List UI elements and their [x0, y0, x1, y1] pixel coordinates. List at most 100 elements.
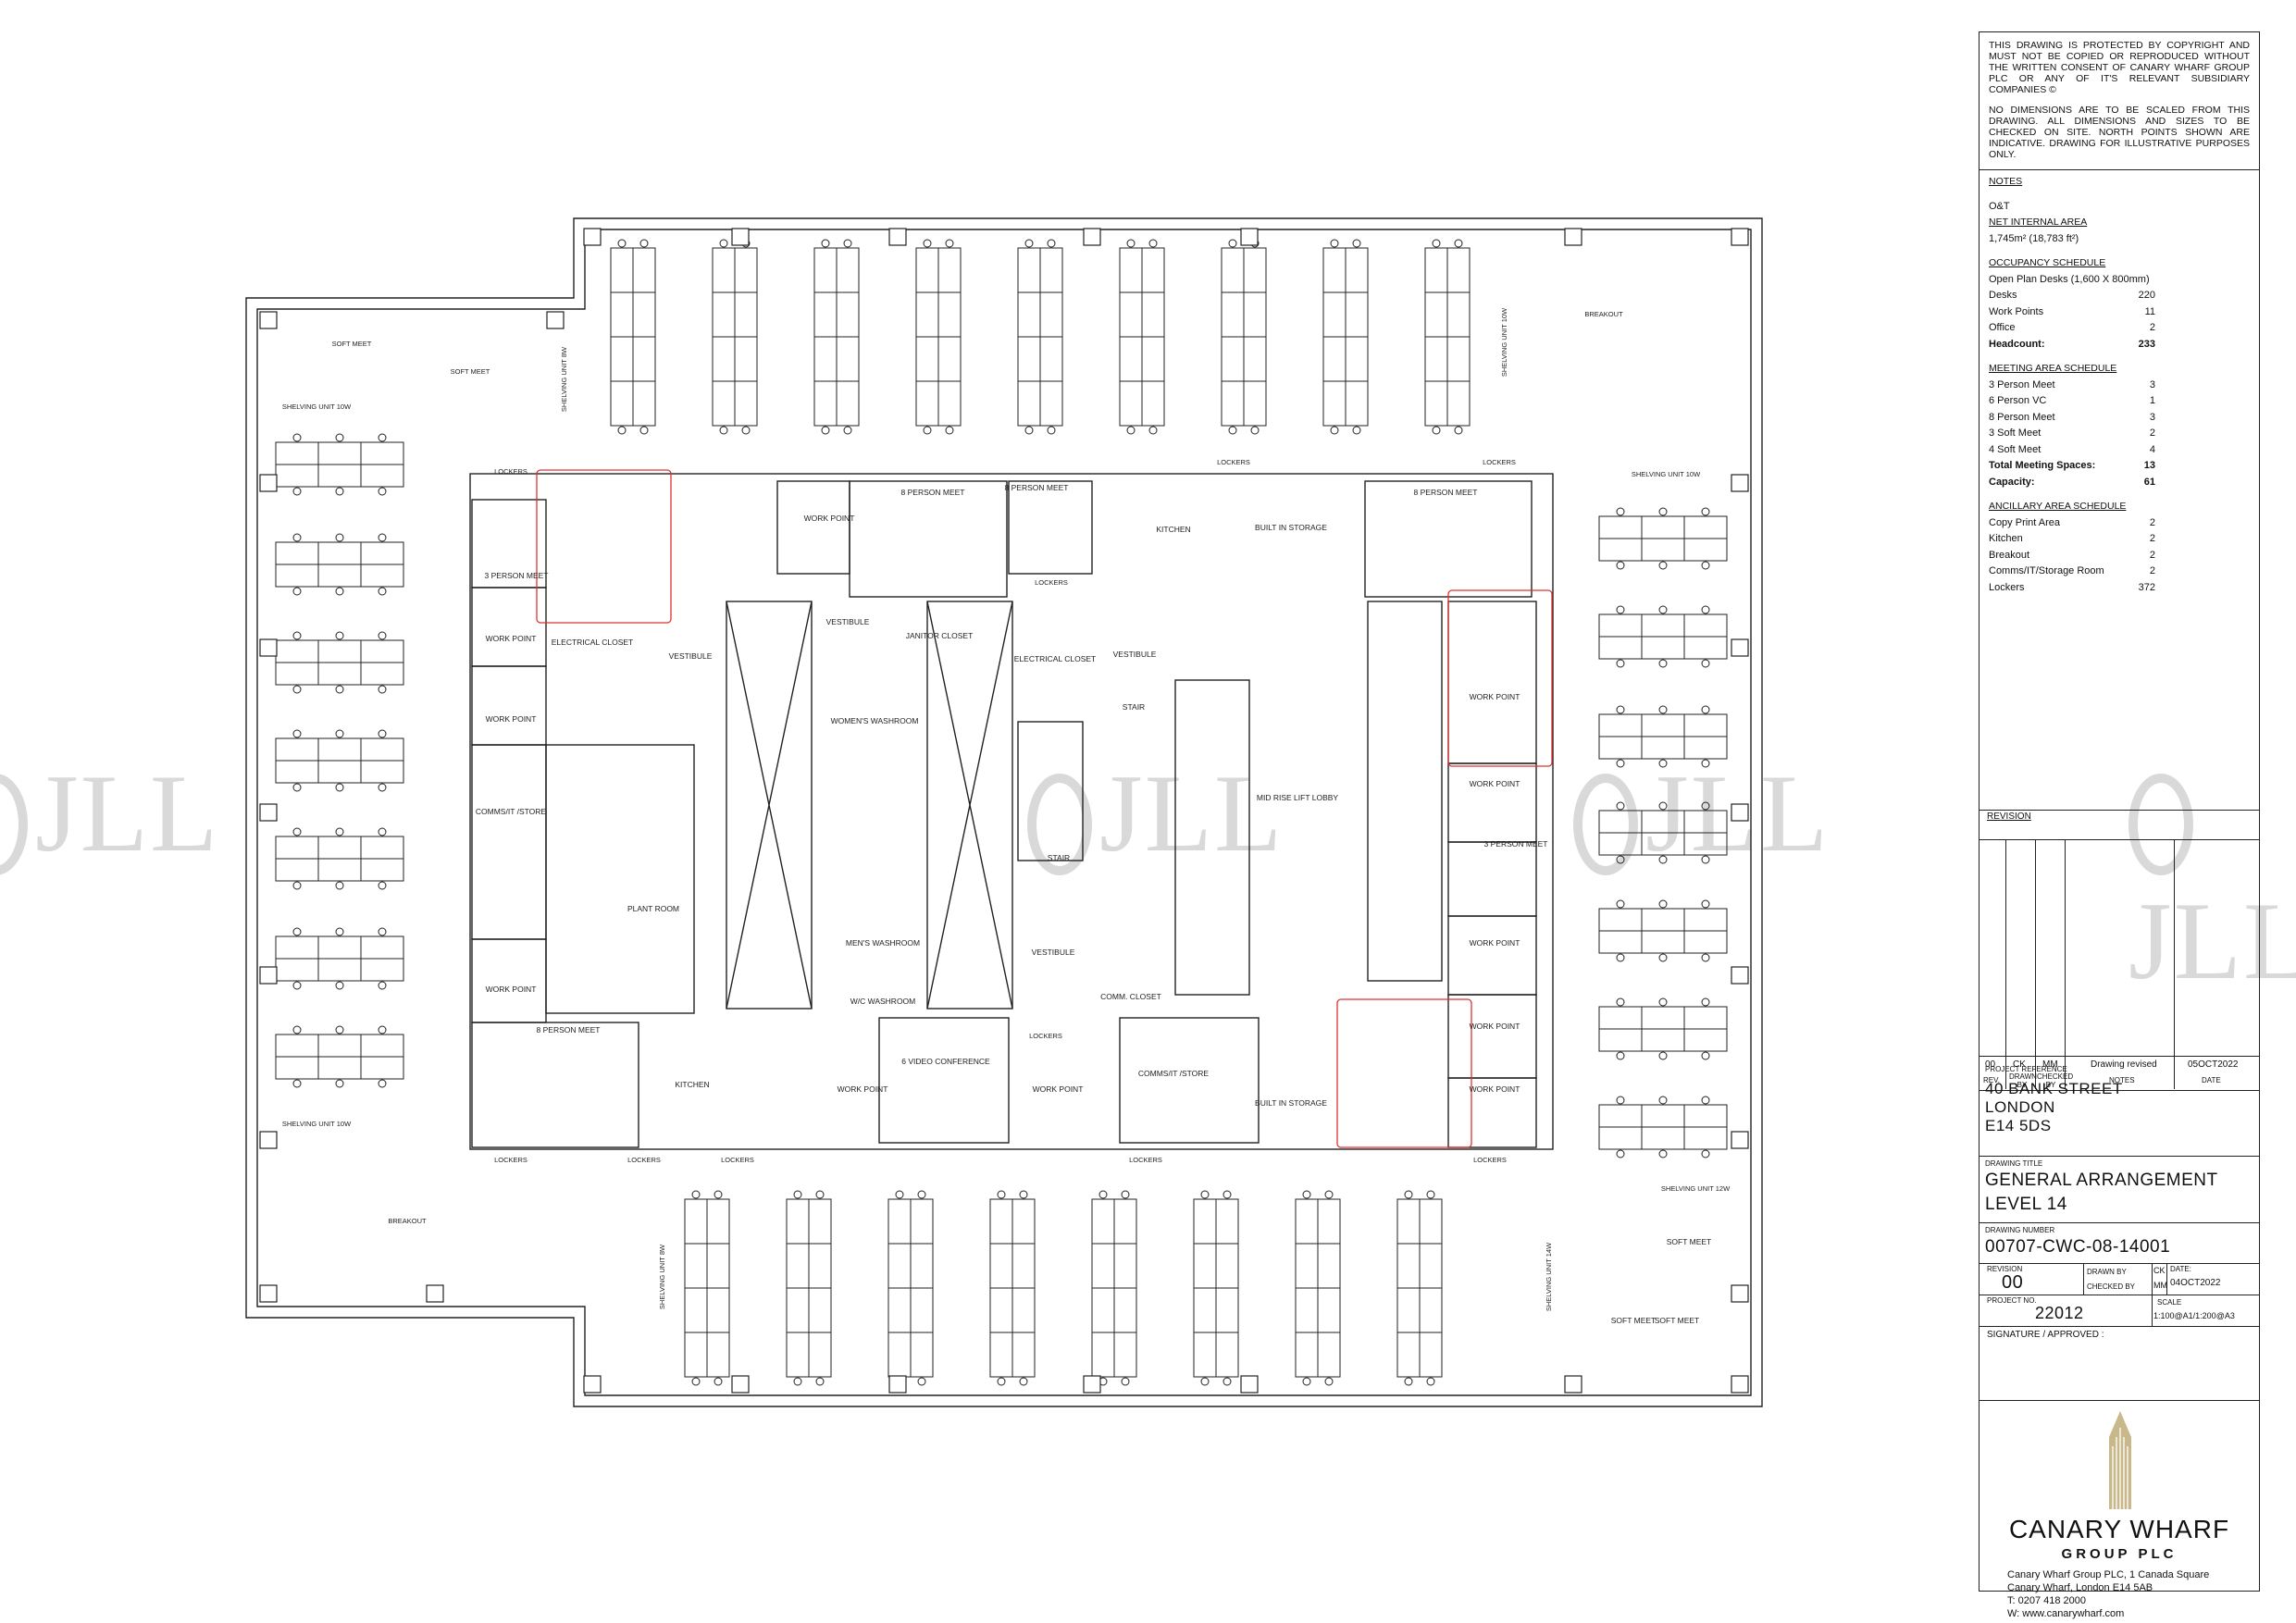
desk-bank-left	[275, 662, 319, 686]
desk-chair	[335, 881, 344, 890]
desk-chair	[1701, 1149, 1710, 1158]
desk-bank-right	[1683, 908, 1728, 932]
room-8-person-top-small	[1008, 480, 1093, 575]
desk-bank-top	[915, 291, 939, 338]
desk-bank-bottom	[1193, 1332, 1217, 1378]
label-vestibule-2: VESTIBULE	[826, 617, 870, 626]
desk-chair	[1200, 1190, 1210, 1199]
desk-bank-right	[1598, 613, 1643, 638]
label-stair-1: STAIR	[1123, 702, 1145, 712]
room-right-2	[1447, 762, 1537, 843]
desk-bank-top	[937, 247, 962, 293]
structural-column	[259, 638, 278, 657]
desk-chair	[1330, 239, 1339, 248]
label-comm-closet: COMM. CLOSET	[1100, 992, 1161, 1001]
label-work-point-6: WORK POINT	[1033, 1084, 1084, 1094]
canary-wharf-logo-icon	[2109, 1411, 2131, 1509]
stair	[1017, 721, 1084, 861]
meeting-label: Total Meeting Spaces:	[1989, 460, 2096, 471]
label-3-person-meet-right: 3 PERSON MEET	[1484, 839, 1548, 849]
desk-chair	[1701, 953, 1710, 962]
desk-bank-bottom	[1317, 1198, 1341, 1245]
label-stair-2: STAIR	[1048, 853, 1070, 862]
label-kitchen-2: KITCHEN	[675, 1080, 709, 1089]
desk-chair	[923, 239, 932, 248]
desk-bank-bottom	[887, 1332, 912, 1378]
desk-chair	[335, 729, 344, 738]
rev-value: 00	[1985, 1059, 1996, 1070]
desk-chair	[378, 827, 387, 836]
desk-chair	[1658, 801, 1668, 811]
desk-chair	[639, 426, 649, 435]
desk-chair	[1324, 1377, 1334, 1386]
lift-shaft-2	[926, 601, 1013, 1010]
desk-bank-top	[813, 380, 838, 427]
desk-bank-left	[317, 737, 362, 762]
desk-chair	[1658, 997, 1668, 1007]
desk-chair	[1228, 426, 1237, 435]
desk-chair	[378, 729, 387, 738]
desk-chair	[843, 239, 852, 248]
desk-bank-top	[813, 291, 838, 338]
desk-bank-bottom	[1215, 1287, 1239, 1333]
rev-notes: Drawing revised	[2091, 1059, 2157, 1070]
label-lockers-6: LOCKERS	[721, 1156, 754, 1164]
lift-shaft-4	[1367, 601, 1443, 982]
desk-chair	[378, 685, 387, 694]
project-ref-line-1: 40 BANK STREET	[1985, 1080, 2123, 1097]
desk-chair	[639, 239, 649, 248]
desk-chair	[997, 1190, 1006, 1199]
desk-bank-left	[317, 1034, 362, 1058]
desk-chair	[1019, 1377, 1028, 1386]
desk-bank-bottom	[786, 1243, 810, 1289]
desk-chair	[923, 426, 932, 435]
room-right-6	[1447, 1077, 1537, 1148]
desk-chair	[1324, 1190, 1334, 1199]
desk-bank-left	[275, 760, 319, 784]
desk-chair	[378, 631, 387, 640]
desk-chair	[335, 1079, 344, 1088]
label-work-point-10: WORK POINT	[1470, 1022, 1520, 1031]
desk-bank-top	[836, 336, 860, 382]
desk-bank-top	[1017, 336, 1041, 382]
desk-bank-left	[275, 1034, 319, 1058]
desk-bank-right	[1641, 908, 1685, 932]
desk-chair	[1404, 1377, 1413, 1386]
desk-bank-right	[1683, 515, 1728, 539]
desk-bank-bottom	[1113, 1287, 1137, 1333]
label-lockers-3: LOCKERS	[1483, 458, 1516, 466]
desk-bank-top	[1221, 291, 1245, 338]
desk-bank-bottom	[910, 1243, 934, 1289]
desk-bank-top	[1119, 291, 1143, 338]
desk-chair	[292, 587, 302, 596]
structural-column	[426, 1284, 444, 1303]
desk-chair	[335, 1025, 344, 1035]
desk-chair	[1352, 426, 1361, 435]
notes-section: NOTES O&T NET INTERNAL AREA 1,745m² (18,…	[1980, 170, 2259, 600]
desk-bank-left	[317, 1056, 362, 1080]
drawing-title-caption: DRAWING TITLE	[1985, 1159, 2043, 1168]
desk-chair	[378, 881, 387, 890]
meeting-value: 2	[2149, 427, 2155, 439]
desk-bank-left	[360, 464, 404, 488]
room-right-5	[1447, 994, 1537, 1079]
desk-bank-right	[1683, 538, 1728, 562]
desk-bank-top	[1039, 380, 1063, 427]
meeting-value: 61	[2143, 476, 2155, 488]
watermark-center: JLL	[1027, 750, 1284, 877]
ancillary-value: 2	[2149, 533, 2155, 544]
desk-bank-bottom	[706, 1198, 730, 1245]
desk-bank-right	[1683, 636, 1728, 660]
desk-chair	[741, 426, 751, 435]
desk-chair	[335, 927, 344, 936]
desk-chair	[1352, 239, 1361, 248]
label-lockers-10: LOCKERS	[1035, 578, 1068, 587]
desk-chair	[1432, 426, 1441, 435]
desk-chair	[1658, 1096, 1668, 1105]
desk-chair	[1454, 426, 1463, 435]
label-lockers-7: LOCKERS	[1129, 1156, 1162, 1164]
desk-bank-right	[1598, 713, 1643, 737]
desk-bank-bottom	[706, 1243, 730, 1289]
